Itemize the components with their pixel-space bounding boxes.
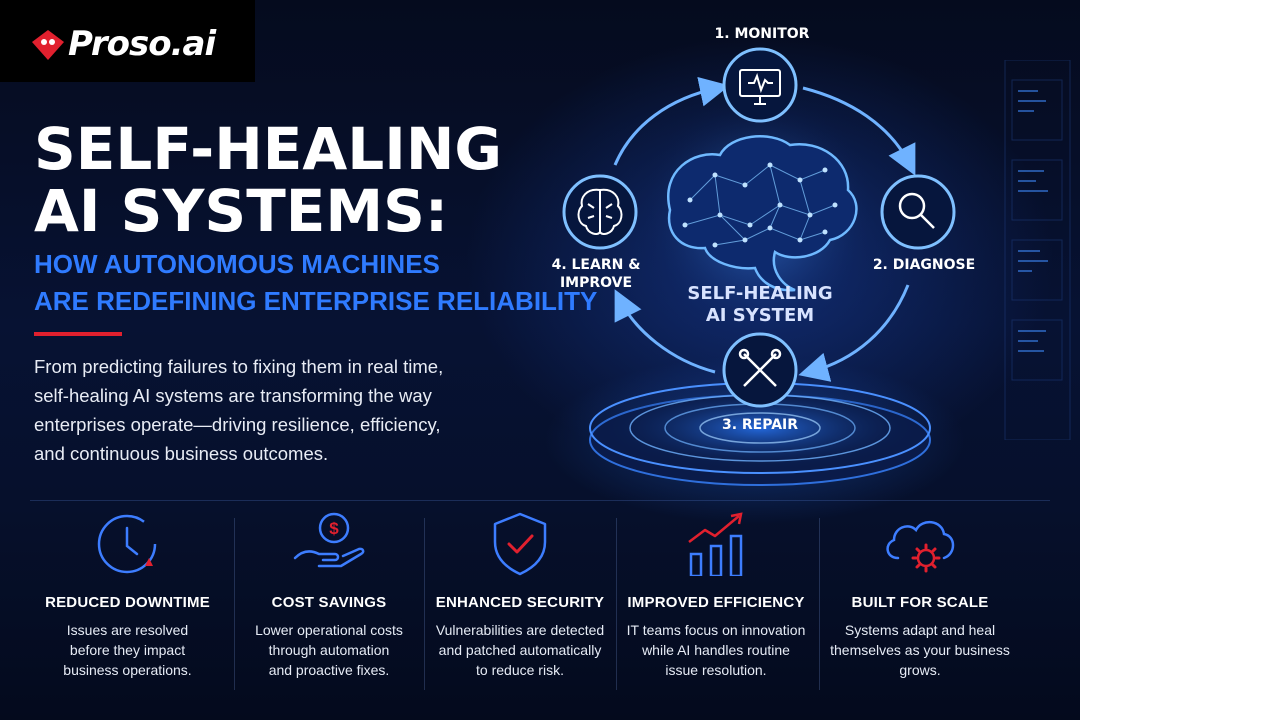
logo-area: Proso.ai (0, 0, 255, 82)
cycle-arrows (613, 76, 916, 382)
proso-logo-icon (32, 30, 64, 60)
benefit-improved-efficiency: IMPROVED EFFICIENCY IT teams focus on in… (620, 510, 812, 700)
step-1-text: 1. MONITOR (714, 26, 810, 42)
section-divider (30, 500, 1050, 501)
step-label-learn: 4. LEARN & IMPROVE (546, 256, 646, 292)
step-node-diagnose (880, 174, 956, 250)
center-line-2: AI SYSTEM (705, 305, 815, 326)
self-healing-cycle-diagram (562, 47, 956, 486)
step-label-diagnose: 2. DIAGNOSE (868, 256, 980, 274)
brain-icon (667, 135, 858, 292)
benefit-title: IMPROVED EFFICIENCY (627, 594, 805, 611)
benefit-title: COST SAVINGS (271, 594, 387, 611)
column-separator (234, 518, 235, 690)
monitor-icon (739, 69, 781, 105)
step-node-repair (722, 332, 798, 408)
growth-chart-icon (688, 512, 743, 576)
page-title: SELF-HEALING AI SYSTEMS: (34, 118, 502, 242)
intro-line-3: enterprises operate—driving resilience, … (34, 414, 441, 435)
intro-line-1: From predicting failures to fixing them … (34, 356, 444, 377)
title-line-1: SELF-HEALING (34, 115, 502, 183)
benefit-title: REDUCED DOWNTIME (45, 594, 210, 611)
step-3-text: 3. REPAIR (721, 417, 799, 433)
intro-line-2: self-healing AI systems are transforming… (34, 385, 432, 406)
brand-name: Proso.ai (68, 24, 216, 64)
benefit-title: ENHANCED SECURITY (435, 594, 605, 611)
shield-check-icon (493, 512, 547, 576)
step-2-text: 2. DIAGNOSE (872, 257, 976, 273)
intro-line-4: and continuous business outcomes. (34, 443, 329, 464)
column-separator (616, 518, 617, 690)
infographic-canvas: Proso.ai SELF-HEALING AI SYSTEMS: HOW AU… (0, 0, 1080, 720)
magnifier-icon (898, 192, 935, 229)
money-hand-icon: $ (293, 512, 365, 568)
tools-icon (738, 348, 782, 387)
title-line-2: AI SYSTEMS: (34, 177, 449, 245)
subtitle-line-2: ARE REDEFINING ENTERPRISE RELIABILITY (34, 286, 598, 316)
step-label-repair: 3. REPAIR (700, 416, 820, 434)
center-line-1: SELF-HEALING (687, 283, 833, 304)
column-separator (424, 518, 425, 690)
svg-text:$: $ (329, 519, 339, 538)
step-label-monitor: 1. MONITOR (700, 25, 824, 43)
clock-icon (97, 514, 156, 574)
intro-paragraph: From predicting failures to fixing them … (34, 352, 464, 468)
subtitle-line-1: HOW AUTONOMOUS MACHINES (34, 249, 440, 279)
benefit-enhanced-security: ENHANCED SECURITY Vulnerabilities are de… (428, 510, 612, 700)
step-node-monitor (722, 47, 798, 123)
step-node-learn (562, 174, 638, 250)
accent-divider (34, 332, 122, 336)
cycle-center-label: SELF-HEALING AI SYSTEM (670, 283, 850, 327)
step-4-text-line-1: 4. LEARN & (551, 257, 641, 273)
brain-small-icon (577, 188, 623, 235)
step-4-text-line-2: IMPROVE (559, 275, 633, 291)
benefit-title: BUILT FOR SCALE (851, 594, 989, 611)
page-subtitle: HOW AUTONOMOUS MACHINES ARE REDEFINING E… (34, 246, 597, 320)
server-rack-decoration (1004, 60, 1071, 440)
cloud-gear-icon (886, 521, 955, 573)
holo-platform (589, 382, 931, 486)
column-separator (819, 518, 820, 690)
